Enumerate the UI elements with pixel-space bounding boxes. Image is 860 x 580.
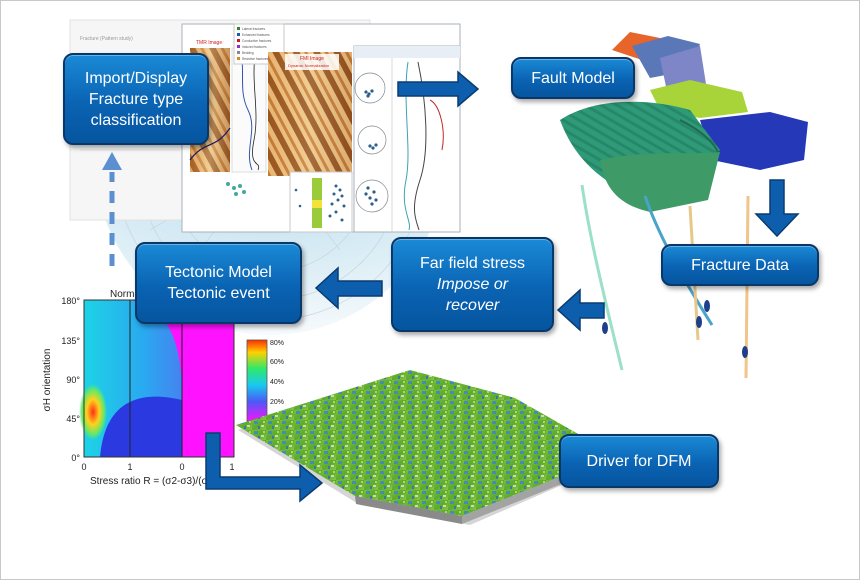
arrow-to-dfm [205, 432, 324, 503]
node-fault-model-label: Fault Model [531, 69, 615, 87]
node-driver-dfm: Driver for DFM [559, 434, 719, 488]
node-far-field-line2: Impose or [436, 276, 509, 293]
arrow-to-fault-model [397, 70, 480, 108]
x-tick-1: 0 [81, 462, 86, 472]
legend-item-1: Lateral fractures [242, 27, 265, 31]
node-far-field-line1: Far field stress [420, 255, 525, 272]
flow-arrows [102, 70, 800, 503]
x-tick-3: 0 [179, 462, 184, 472]
node-driver-dfm-label: Driver for DFM [586, 452, 692, 470]
arrow-to-tectonic [314, 266, 383, 310]
node-fault-model: Fault Model [511, 57, 635, 99]
node-import-line2: Fracture type [88, 90, 184, 108]
dashed-feedback-arrow [102, 152, 122, 266]
track2-subtitle: Dynamic Normalization [288, 63, 329, 68]
y-tick-90: 90° [66, 375, 80, 385]
node-tectonic-model: Tectonic Model Tectonic event [135, 242, 302, 324]
arrow-to-far-field [556, 288, 605, 332]
node-tectonic-line2: Tectonic event [167, 285, 270, 302]
cbar-tick-60: 60% [270, 359, 284, 366]
node-fracture-data-label: Fracture Data [691, 256, 789, 274]
legend-item-2: Enhanced fractures [242, 33, 270, 37]
node-fracture-data: Fracture Data [661, 244, 819, 286]
heatmap-xlabel: Stress ratio R = (σ2-σ3)/(σ1 [90, 476, 214, 487]
dfm-terrain-3d [236, 370, 620, 525]
legend-item-3: Conductive fractures [242, 39, 272, 43]
x-tick-4: 1 [229, 462, 234, 472]
node-far-field-stress: Far field stress Impose or recover [391, 237, 554, 332]
node-far-field-line3: recover [445, 297, 500, 314]
x-tick-2: 1 [127, 462, 132, 472]
fault-model-3d [560, 32, 808, 379]
y-tick-45: 45° [66, 414, 80, 424]
node-import-display: Import/Display Fracture type classificat… [63, 53, 209, 145]
legend-item-4: Induced fractures [242, 45, 267, 49]
node-import-line1: Import/Display [84, 69, 188, 87]
heatmap-title: Normal [110, 289, 142, 300]
y-tick-0: 0° [71, 453, 80, 463]
cbar-tick-80: 80% [270, 340, 284, 347]
legend-item-5: Bedding [242, 51, 254, 55]
node-import-line3: classification [90, 111, 182, 129]
node-tectonic-line1: Tectonic Model [165, 264, 272, 281]
y-tick-180: 180° [61, 296, 80, 306]
track1-title: TMR Image [196, 40, 222, 46]
track2-title: FMI Image [300, 56, 324, 62]
log-panel-header: Fracture (Pattern study) [80, 36, 133, 42]
legend-item-6: Resistive fractures [242, 57, 269, 61]
y-tick-135: 135° [61, 336, 80, 346]
arrow-to-fracture-data [754, 179, 800, 238]
cbar-tick-20: 20% [270, 399, 284, 406]
heatmap-ylabel: σH orientation [42, 349, 53, 412]
stress-heatmap-chart: Normal 180° 135° 90° 45° 0° σH orientati… [42, 289, 284, 487]
cbar-tick-40: 40% [270, 379, 284, 386]
